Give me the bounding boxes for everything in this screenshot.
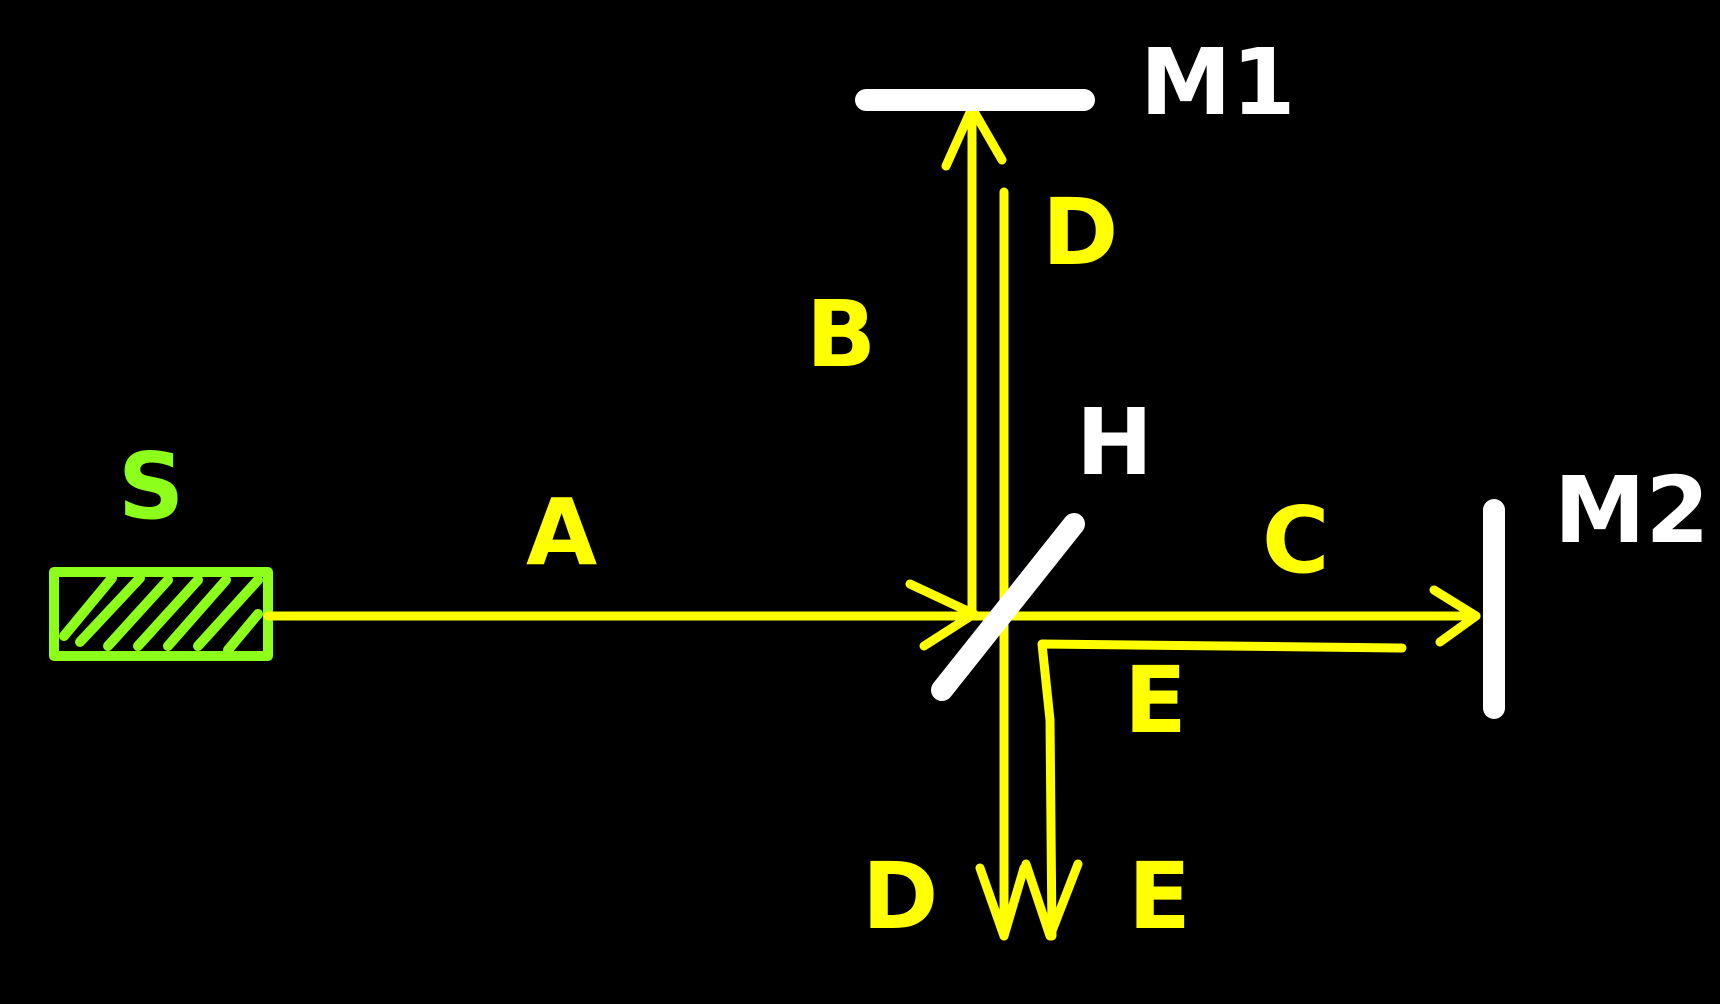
beam-to-mirror-2-arrowhead bbox=[1429, 585, 1481, 647]
light-source bbox=[49, 567, 273, 661]
output-beam-d-label: D bbox=[862, 843, 938, 950]
source-hatching bbox=[59, 573, 263, 655]
output-beam-e-arrowhead bbox=[1021, 859, 1083, 941]
beam-to-mirror-1-label: B bbox=[806, 281, 876, 388]
mirror-1-label: M1 bbox=[1140, 29, 1296, 136]
return-beam-mirror-2-label: E bbox=[1124, 647, 1187, 754]
beam-splitter-label: H bbox=[1076, 389, 1153, 496]
output-beam-e-label: E bbox=[1128, 843, 1191, 950]
return-beam-mirror-2 bbox=[1037, 639, 1407, 941]
beam-splitter bbox=[931, 513, 1085, 701]
beam-to-mirror-2-label: C bbox=[1262, 487, 1330, 594]
input-beam-label: A bbox=[526, 479, 597, 586]
mirror-2-label: M2 bbox=[1554, 457, 1710, 564]
source-label: S bbox=[118, 433, 184, 540]
return-beam-mirror-1-label: D bbox=[1042, 179, 1118, 286]
output-beam-d-arrowhead bbox=[975, 863, 1029, 941]
